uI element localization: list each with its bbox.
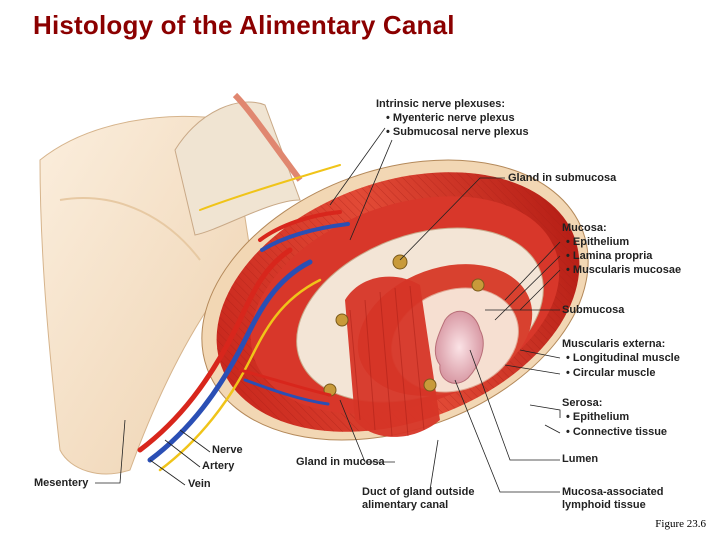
label-intrinsic-nerve-plexuses: Intrinsic nerve plexuses: bbox=[376, 98, 505, 110]
label-duct-of-gland-2: alimentary canal bbox=[362, 499, 449, 511]
label-mesentery: Mesentery bbox=[34, 477, 89, 489]
label-lumen: Lumen bbox=[562, 453, 599, 465]
label-gland-in-submucosa: Gland in submucosa bbox=[508, 172, 617, 184]
label-connective-tissue: • Connective tissue bbox=[566, 426, 668, 438]
label-mucosa-associated: Mucosa-associated bbox=[562, 486, 664, 498]
inner-muscle-cylinder bbox=[345, 276, 440, 437]
label-serosa-epithelium: • Epithelium bbox=[566, 411, 630, 423]
vein-vessel bbox=[147, 259, 313, 463]
label-longitudinal-muscle: • Longitudinal muscle bbox=[566, 352, 680, 364]
label-submucosa: Submucosa bbox=[562, 304, 625, 316]
label-epithelium: • Epithelium bbox=[566, 236, 630, 248]
label-myenteric-nerve-plexus: • Myenteric nerve plexus bbox=[386, 112, 515, 124]
label-vein: Vein bbox=[188, 478, 211, 490]
vessels-and-nerves bbox=[137, 164, 350, 472]
label-serosa: Serosa: bbox=[562, 397, 603, 409]
label-mucosa: Mucosa: bbox=[562, 222, 607, 234]
label-duct-of-gland-1: Duct of gland outside bbox=[362, 486, 475, 498]
page-title: Histology of the Alimentary Canal bbox=[33, 10, 455, 40]
label-circular-muscle: • Circular muscle bbox=[566, 367, 656, 379]
figure-caption: Figure 23.6 bbox=[655, 518, 706, 530]
label-lamina-propria: • Lamina propria bbox=[566, 250, 653, 262]
label-muscularis-externa: Muscularis externa: bbox=[562, 338, 666, 350]
nerve-fiber bbox=[158, 278, 322, 472]
leader-lines bbox=[95, 127, 561, 493]
label-gland-in-mucosa: Gland in mucosa bbox=[296, 456, 385, 468]
lumen-shape bbox=[434, 310, 484, 384]
label-lymphoid-tissue: lymphoid tissue bbox=[562, 499, 646, 511]
label-muscularis-mucosae: • Muscularis mucosae bbox=[566, 264, 682, 276]
label-artery: Artery bbox=[202, 460, 235, 472]
label-nerve: Nerve bbox=[212, 444, 243, 456]
label-submucosal-nerve-plexus: • Submucosal nerve plexus bbox=[386, 126, 529, 138]
artery-vessel bbox=[137, 247, 293, 453]
